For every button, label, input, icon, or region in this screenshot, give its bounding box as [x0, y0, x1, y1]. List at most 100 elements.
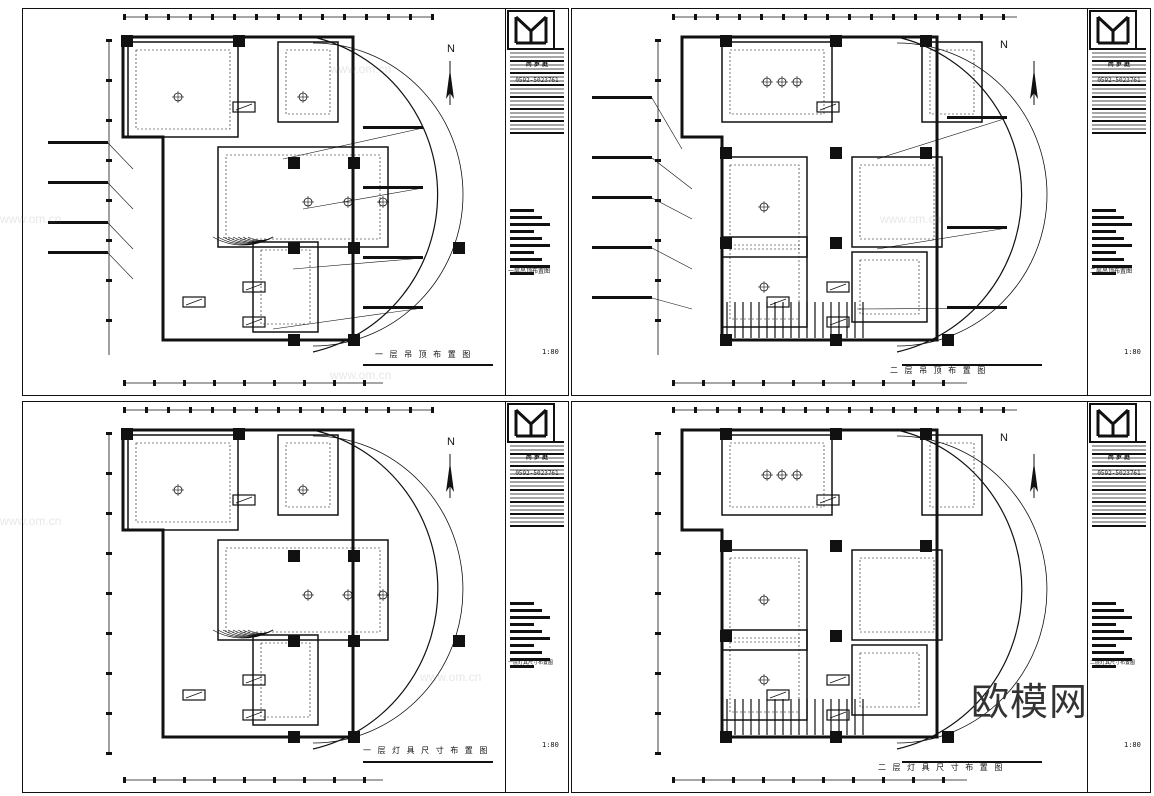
dimension-tick: [299, 14, 302, 20]
structural-column: [720, 35, 732, 47]
sheet-title: 二 层 吊 顶 布 置 图: [890, 366, 988, 375]
dimension-tick: [655, 239, 661, 242]
annotation-text-bar: [363, 126, 423, 129]
structural-column: [830, 237, 842, 249]
dimension-tick: [702, 380, 705, 386]
dimension-tick: [655, 752, 661, 755]
title-block-field: [1092, 237, 1124, 240]
structural-column: [830, 428, 842, 440]
dimension-tick: [822, 380, 825, 386]
title-block-field: [510, 244, 550, 247]
dimension-tick: [655, 79, 661, 82]
dimension-tick: [243, 777, 246, 783]
dimension-tick: [321, 407, 324, 413]
dimension-tick: [123, 777, 126, 783]
room-outline: [851, 644, 928, 716]
dimension-tick: [914, 14, 917, 20]
hatched-panel: [182, 689, 206, 701]
watermark-brand: 欧模网: [970, 680, 1088, 724]
annotation-leader: [272, 307, 424, 330]
dimension-tick: [106, 712, 112, 715]
dimension-tick: [189, 14, 192, 20]
title-block-field: [1092, 616, 1132, 619]
logo-mark: [1096, 408, 1130, 438]
watermark-url: www.om.cn: [880, 212, 942, 226]
hatched-panel: [826, 674, 850, 686]
drawing-sheet-top-left: N 一 层 吊 顶 布 置 图 尚 罗 庭 0592-5023761 1:80 …: [22, 8, 569, 396]
dimension-tick: [892, 407, 895, 413]
north-label: N: [447, 436, 455, 448]
title-block-field: [510, 265, 550, 268]
structural-column: [942, 334, 954, 346]
dimension-tick: [106, 552, 112, 555]
watermark-url: www.om.cn: [330, 62, 392, 76]
title-block-field: [510, 644, 534, 647]
dimension-tick: [277, 407, 280, 413]
dimension-tick: [870, 14, 873, 20]
title-block-field: [510, 216, 542, 219]
ceiling-outline: [929, 49, 975, 115]
structural-column: [920, 147, 932, 159]
title-block-field: [1092, 630, 1124, 633]
dimension-tick: [882, 380, 885, 386]
title-block: 尚 罗 庭 0592-5023761 1:80 二层吊顶布置图: [1087, 9, 1150, 395]
ceiling-outline: [135, 49, 231, 130]
hatched-panel: [816, 494, 840, 506]
title-block-field: [510, 658, 550, 661]
curved-facade: [896, 429, 1023, 750]
structural-column: [830, 147, 842, 159]
dimension-tick: [1002, 407, 1005, 413]
annotation-leader: [651, 157, 693, 190]
floor-plan-drawing: [106, 407, 493, 783]
structural-column: [830, 540, 842, 552]
title-block-field: [1092, 216, 1124, 219]
annotation-text-bar: [363, 306, 423, 309]
title-block-field: [1092, 623, 1116, 626]
dimension-tick: [936, 407, 939, 413]
dimension-tick: [762, 380, 765, 386]
dimension-tick: [243, 380, 246, 386]
curved-facade-inner: [312, 435, 464, 744]
title-block: 尚 罗 庭 0592-5023761 1:80 二层灯具尺寸布置图: [1087, 402, 1150, 792]
floor-plan-drawing: [48, 14, 493, 386]
north-label: N: [1000, 39, 1008, 51]
title-block-field: [510, 230, 534, 233]
dimension-tick: [882, 777, 885, 783]
annotation-text-bar: [48, 141, 108, 144]
dimension-tick: [183, 380, 186, 386]
dimension-tick: [852, 380, 855, 386]
title-block-field: [1092, 258, 1124, 261]
dimension-tick: [870, 407, 873, 413]
hatched-panel: [826, 316, 850, 328]
dimension-tick: [153, 380, 156, 386]
annotation-text-bar: [592, 246, 652, 249]
annotation-leader: [876, 227, 1008, 250]
dimension-tick: [826, 14, 829, 20]
hatched-panel: [242, 316, 266, 328]
hatch-line: [819, 496, 837, 504]
floor-plan-drawing: [655, 407, 1048, 783]
dimension-tick: [321, 14, 324, 20]
room-outline: [921, 41, 983, 123]
title-block-field: [510, 223, 550, 226]
dimension-tick: [106, 632, 112, 635]
dimension-tick: [782, 14, 785, 20]
annotation-leader: [107, 182, 134, 210]
dimension-tick: [255, 407, 258, 413]
dimension-tick: [804, 407, 807, 413]
ceiling-outline: [929, 442, 975, 508]
structural-column: [920, 540, 932, 552]
room-outline: [721, 434, 833, 516]
structural-column: [233, 35, 245, 47]
structural-column: [720, 334, 732, 346]
title-block-field: [510, 609, 542, 612]
logo-mark: [1096, 15, 1130, 45]
title-block-field: [1092, 272, 1116, 275]
room-outline: [851, 549, 943, 641]
hatch-line: [819, 103, 837, 111]
dimension-tick: [672, 777, 675, 783]
title-block-fields: [1092, 441, 1146, 668]
dimension-tick: [387, 14, 390, 20]
hatch-line: [235, 103, 253, 111]
dimension-tick: [655, 592, 661, 595]
